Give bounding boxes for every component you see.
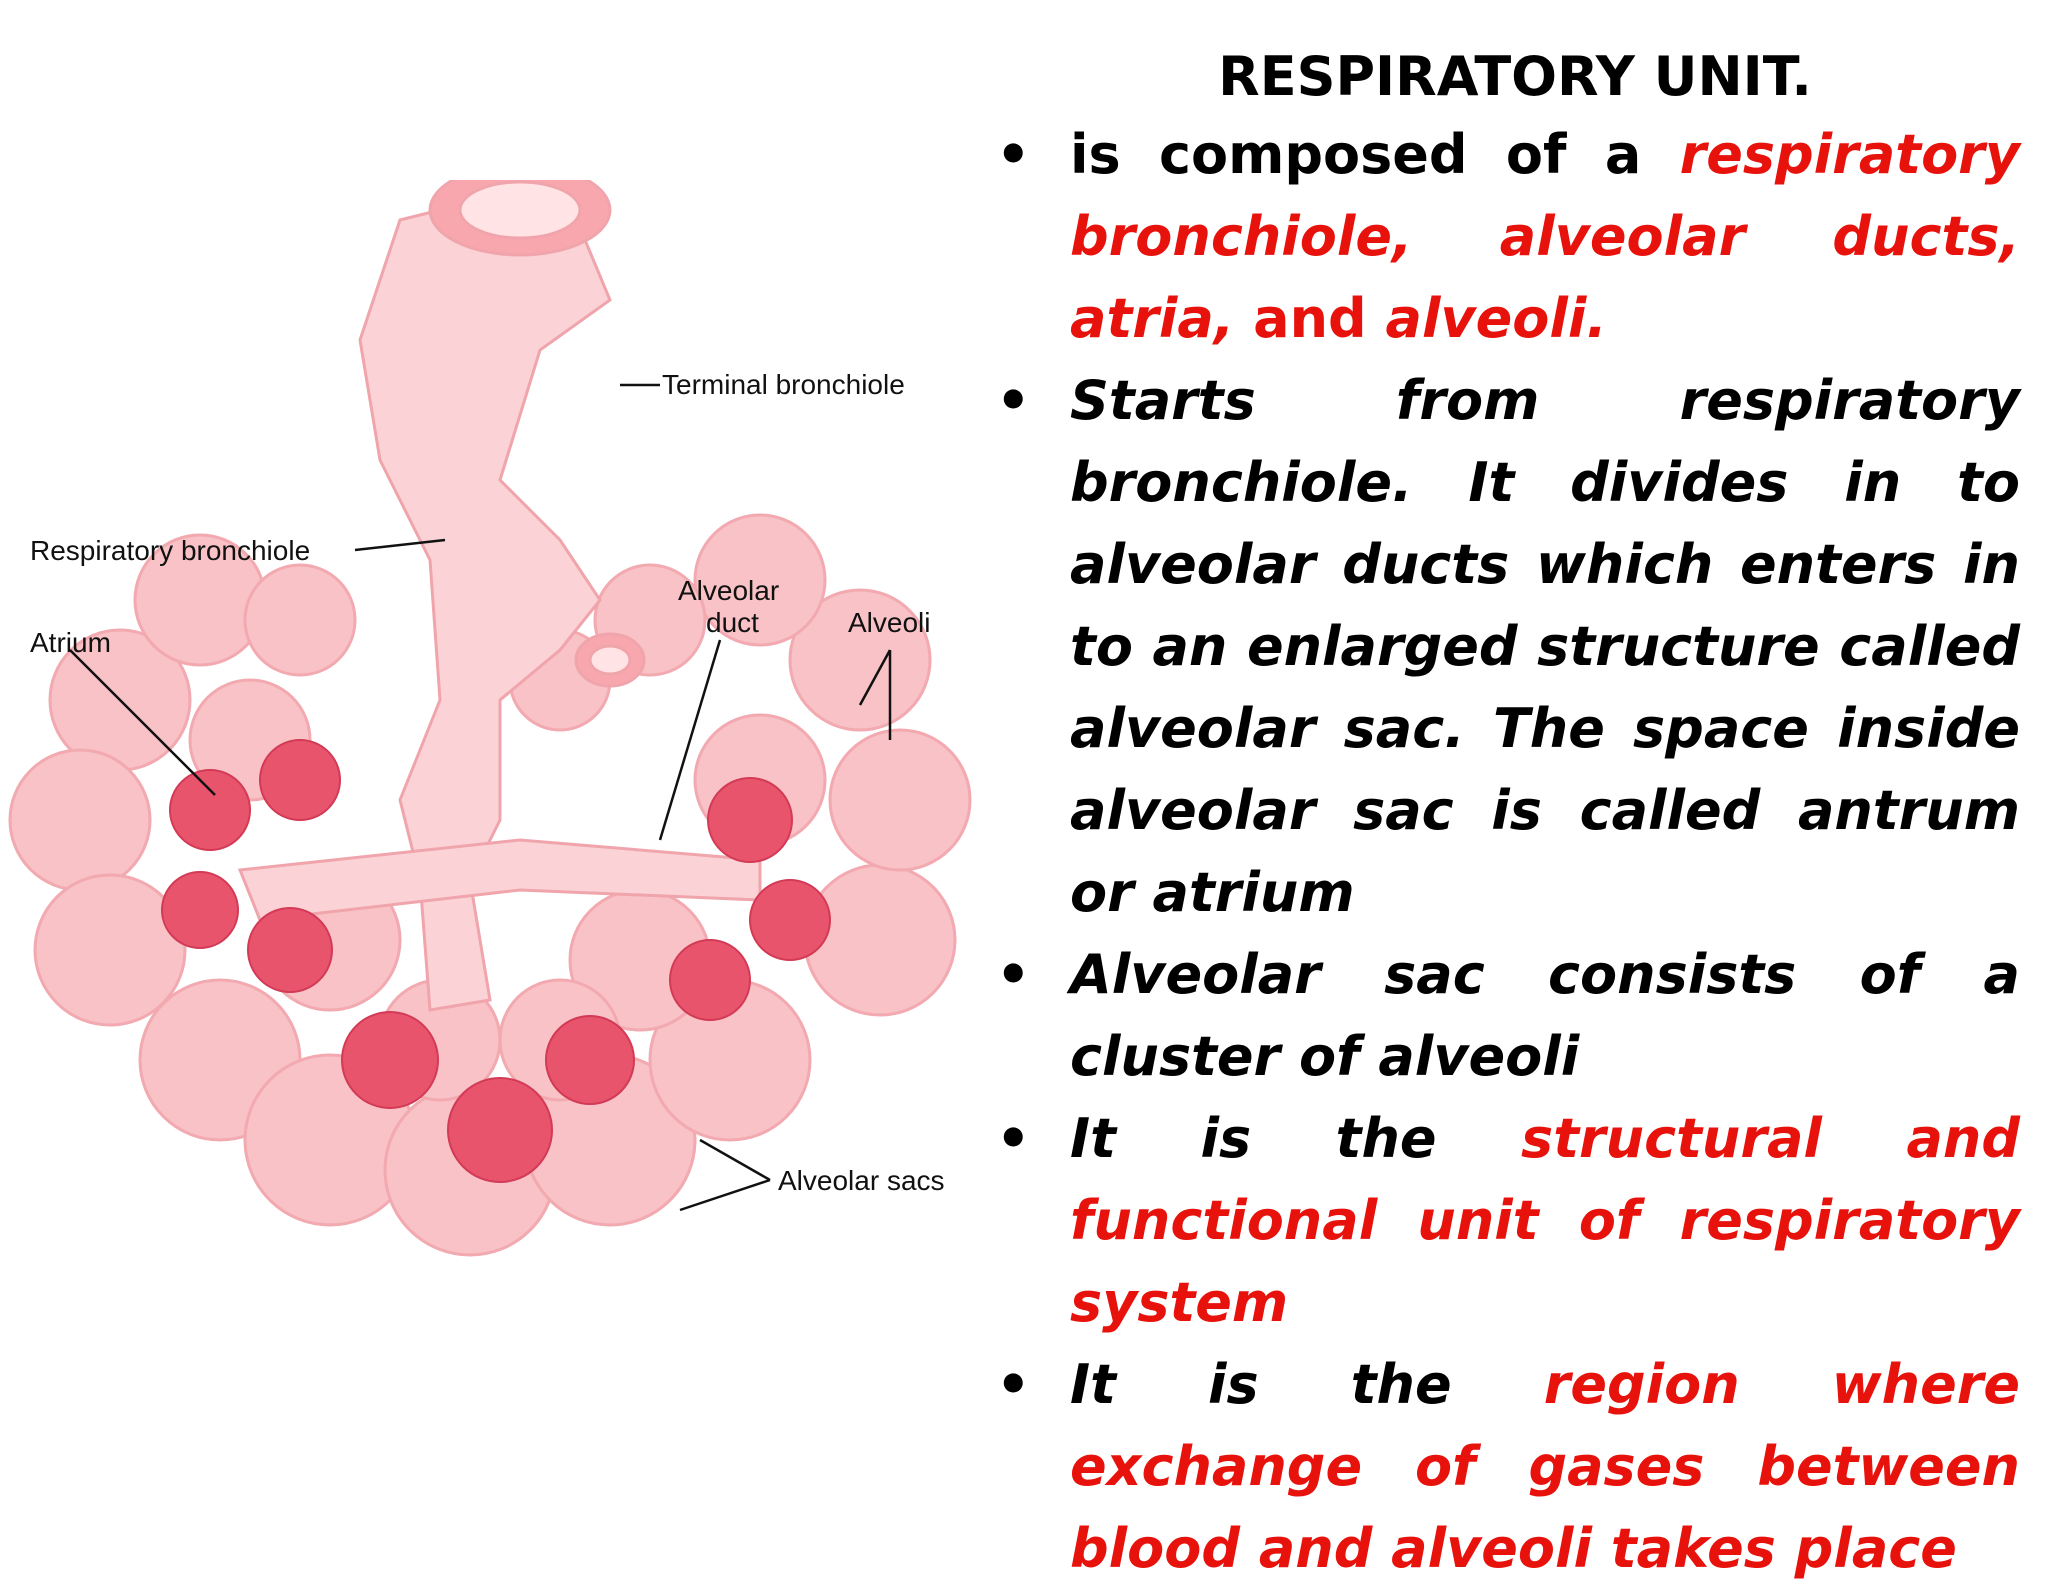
label-respiratory-bronchiole: Respiratory bronchiole [30,535,310,566]
slide-title: RESPIRATORY UNIT. [1218,45,1812,108]
label-atrium: Atrium [30,627,111,658]
bullet-text: is composed of a [1070,123,1680,186]
bullet-text: Alveolar sac consists of a cluster of al… [1070,943,2020,1088]
bullet-item: • is composed of a respiratory bronchiol… [990,114,2020,360]
bullet-item: • Starts from respiratory bronchiole. It… [990,360,2020,934]
bullet-text: and [1234,287,1386,350]
label-alveoli: Alveoli [848,607,930,638]
label-alveolar-duct-line2: duct [706,607,759,638]
slide: Terminal bronchiole Respiratory bronchio… [8,45,2020,1580]
text-panel: RESPIRATORY UNIT. • is composed of a res… [990,40,2020,1590]
bullet-list: • is composed of a respiratory bronchiol… [990,114,2020,1590]
respiratory-unit-diagram: Terminal bronchiole Respiratory bronchio… [8,180,972,1257]
bullet-item: • It is the structural and functional un… [990,1098,2020,1344]
bullet-icon: • [996,1353,1031,1416]
bullet-text: It is the [1070,1107,1522,1170]
bullet-icon: • [996,369,1031,432]
alveolar-sacs [161,739,831,1183]
highlight-text: alveoli. [1385,287,1607,350]
label-terminal-bronchiole: Terminal bronchiole [662,369,905,400]
highlight-text: structural and functional unit of respir… [1070,1107,2020,1334]
label-alveolar-sacs: Alveolar sacs [778,1165,945,1196]
bullet-item: • Alveolar sac consists of a cluster of … [990,934,2020,1098]
bullet-text: Starts from respiratory bronchiole. It d… [1070,369,2020,924]
highlight-text: respiratory bronchiole, alveolar ducts, … [1070,123,2020,350]
bullet-item: • It is the region where exchange of gas… [990,1344,2020,1590]
bullet-icon: • [996,123,1031,186]
label-alveolar-duct-line1: Alveolar [678,575,779,606]
leader-lines [69,383,892,1212]
bullet-icon: • [996,943,1031,1006]
bullet-text: It is the [1070,1353,1544,1416]
bullet-icon: • [996,1107,1031,1170]
bronchiole-trunk [237,180,762,1012]
